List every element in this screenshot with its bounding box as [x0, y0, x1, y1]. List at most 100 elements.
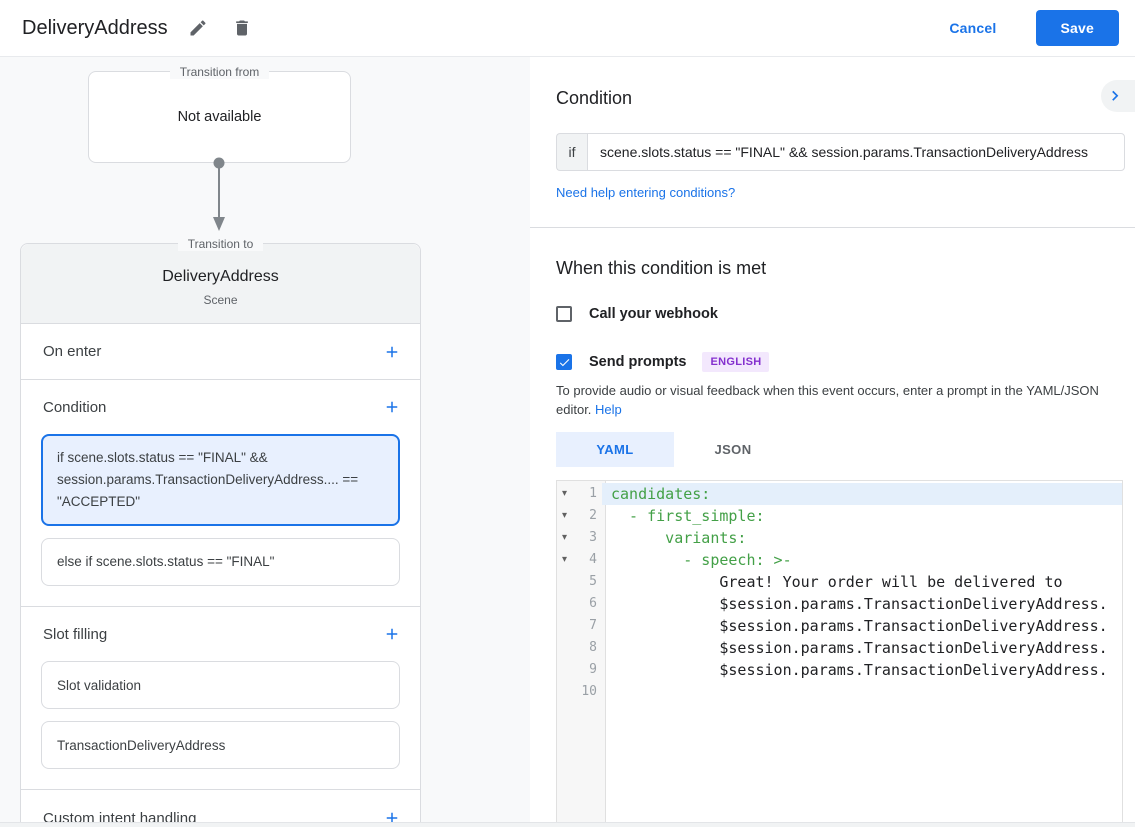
fold-spacer: [557, 681, 572, 703]
cancel-button[interactable]: Cancel: [943, 19, 1002, 37]
on-enter-label: On enter: [43, 343, 102, 360]
custom-intent-row: Custom intent handling: [21, 790, 420, 822]
editor-line: ▾ 4 - speech: >-: [557, 549, 1122, 571]
add-on-enter-button[interactable]: [381, 341, 403, 363]
save-button[interactable]: Save: [1035, 10, 1119, 46]
condition-section: Condition if scene.slots.status == "FINA…: [21, 380, 420, 607]
code-text[interactable]: $session.params.TransactionDeliveryAddre…: [611, 639, 1108, 657]
fold-arrow-icon[interactable]: ▾: [561, 510, 568, 521]
transition-from-box: Transition from Not available: [88, 65, 351, 163]
condition-section-label: Condition: [43, 398, 107, 416]
when-met-heading: When this condition is met: [556, 258, 767, 278]
line-number: 4: [589, 552, 597, 567]
language-badge: ENGLISH: [702, 352, 770, 372]
condition-expression-row: if: [556, 133, 1125, 171]
add-condition-button[interactable]: [381, 396, 403, 418]
webhook-row: Call your webhook: [556, 306, 1135, 322]
scene-card-subtitle: Scene: [203, 293, 238, 307]
plus-icon: [383, 625, 401, 643]
editor-line: 5 Great! Your order will be delivered to: [557, 571, 1122, 593]
add-slot-button[interactable]: [381, 623, 403, 645]
line-number: 7: [589, 618, 597, 633]
code-text[interactable]: - first_simple:: [611, 507, 765, 525]
fold-spacer: [557, 637, 572, 659]
transition-to-box: Transition to DeliveryAddress Scene On e…: [20, 237, 421, 822]
condition-card[interactable]: else if scene.slots.status == "FINAL": [41, 538, 400, 586]
custom-intent-label: Custom intent handling: [43, 809, 197, 823]
line-number: 5: [589, 574, 597, 589]
tab-json[interactable]: JSON: [674, 432, 792, 467]
code-text[interactable]: $session.params.TransactionDeliveryAddre…: [611, 617, 1108, 635]
editor-line: ▾ 2 - first_simple:: [557, 505, 1122, 527]
edit-scene-button[interactable]: [184, 14, 212, 42]
slot-filling-label: Slot filling: [43, 625, 108, 643]
code-text[interactable]: $session.params.TransactionDeliveryAddre…: [611, 595, 1108, 613]
editor-line: 8 $session.params.TransactionDeliveryAdd…: [557, 637, 1122, 659]
main-area: Transition from Not available Transition…: [0, 57, 1135, 824]
editor-line: ▾ 3 variants:: [557, 527, 1122, 549]
send-prompts-label: Send prompts: [589, 354, 687, 370]
code-text[interactable]: [602, 681, 1122, 703]
delete-scene-button[interactable]: [228, 14, 256, 42]
send-prompts-checkbox[interactable]: [556, 354, 572, 370]
slot-filling-section: Slot filling Slot validation Transaction…: [21, 607, 420, 790]
webhook-checkbox[interactable]: [556, 306, 572, 322]
line-number: 9: [589, 662, 597, 677]
code-text[interactable]: Great! Your order will be delivered to: [611, 573, 1063, 591]
line-number: 2: [589, 508, 597, 523]
condition-card-selected[interactable]: if scene.slots.status == "FINAL" && sess…: [41, 434, 400, 526]
fold-spacer: [557, 615, 572, 637]
code-text[interactable]: $session.params.TransactionDeliveryAddre…: [611, 661, 1108, 679]
condition-panel-heading: Condition: [556, 88, 633, 108]
code-text[interactable]: variants:: [611, 529, 747, 547]
fold-spacer: [557, 571, 572, 593]
checkmark-icon: [558, 356, 571, 369]
webhook-label: Call your webhook: [589, 306, 718, 322]
tab-yaml[interactable]: YAML: [556, 432, 674, 467]
fold-arrow-icon[interactable]: ▾: [561, 488, 568, 499]
scene-card-header[interactable]: DeliveryAddress Scene: [21, 244, 420, 324]
if-prefix-label: if: [556, 133, 587, 171]
line-number: 1: [589, 486, 597, 501]
slot-card-delivery-address[interactable]: TransactionDeliveryAddress: [41, 721, 400, 769]
on-enter-row: On enter: [21, 324, 420, 380]
fold-spacer: [557, 593, 572, 615]
line-number: 10: [581, 684, 597, 699]
editor-line: 7 $session.params.TransactionDeliveryAdd…: [557, 615, 1122, 637]
bottom-edge-strip: [0, 822, 1135, 827]
fold-spacer: [557, 659, 572, 681]
plus-icon: [383, 809, 401, 822]
pencil-icon: [188, 18, 208, 38]
editor-line: 6 $session.params.TransactionDeliveryAdd…: [557, 593, 1122, 615]
send-prompts-row: Send prompts ENGLISH: [556, 352, 1135, 372]
add-custom-intent-button[interactable]: [381, 807, 403, 822]
panel-divider: [530, 227, 1135, 228]
line-number: 3: [589, 530, 597, 545]
editor-gutter: [557, 481, 606, 823]
yaml-code-editor[interactable]: ▾ 1 candidates: ▾ 2 - first_simple: ▾ 3 varian…: [556, 480, 1123, 824]
condition-detail-panel: Condition if Need help entering conditio…: [530, 57, 1135, 824]
plus-icon: [383, 343, 401, 361]
scene-graph-canvas: Transition from Not available Transition…: [0, 57, 530, 822]
code-text[interactable]: - speech: >-: [611, 551, 792, 569]
collapse-panel-button[interactable]: [1101, 80, 1135, 112]
help-link[interactable]: Help: [595, 402, 622, 417]
condition-help-link[interactable]: Need help entering conditions?: [556, 185, 736, 200]
editor-tabs: YAML JSON: [556, 432, 1135, 467]
transition-from-legend: Transition from: [89, 63, 350, 81]
fold-arrow-icon[interactable]: ▾: [561, 554, 568, 565]
transition-from-content: Not available: [177, 109, 262, 125]
editor-line: 10: [557, 681, 1122, 703]
plus-icon: [383, 398, 401, 416]
code-text[interactable]: candidates:: [602, 483, 1122, 505]
trash-icon: [232, 18, 252, 38]
slot-card-validation[interactable]: Slot validation: [41, 661, 400, 709]
top-bar: DeliveryAddress Cancel Save: [0, 0, 1135, 57]
line-number: 6: [589, 596, 597, 611]
editor-line: ▾ 1 candidates:: [557, 483, 1122, 505]
fold-arrow-icon[interactable]: ▾: [561, 532, 568, 543]
condition-expression-input[interactable]: [587, 133, 1125, 171]
chevron-right-icon: [1105, 86, 1125, 106]
scene-title: DeliveryAddress: [22, 16, 168, 39]
prompt-description-text: To provide audio or visual feedback when…: [556, 383, 1099, 417]
